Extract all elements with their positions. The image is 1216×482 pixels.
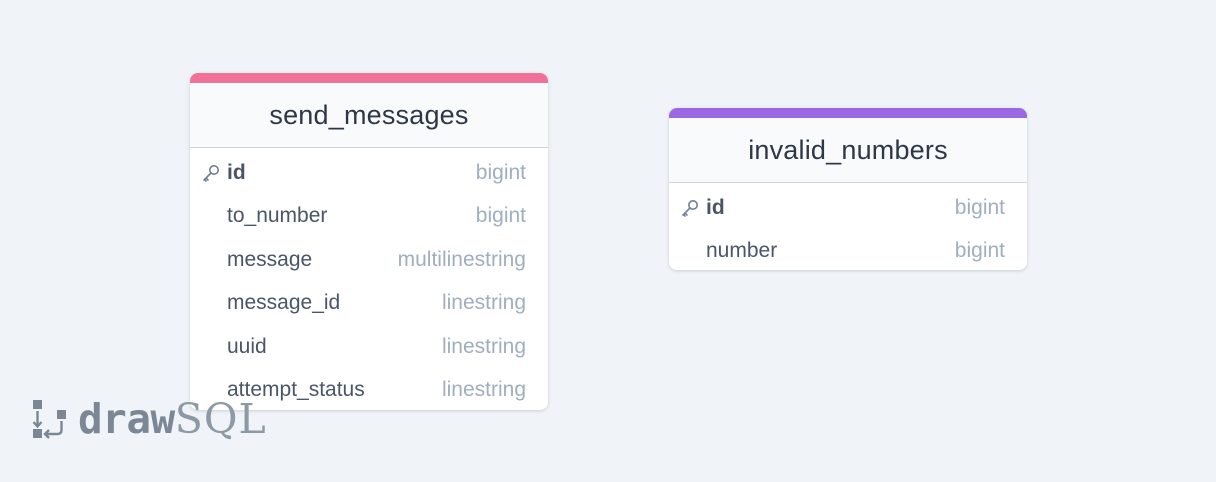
column-row-message-id[interactable]: message_id linestring	[190, 282, 548, 326]
column-type: linestring	[441, 334, 526, 358]
column-name: message_id	[227, 291, 341, 315]
key-icon	[682, 199, 698, 217]
column-name: uuid	[227, 334, 267, 358]
column-row-to-number[interactable]: to_number bigint	[190, 195, 548, 239]
table-title[interactable]: send_messages	[190, 83, 548, 148]
column-row-id[interactable]: id bigint	[190, 151, 548, 195]
column-type: bigint	[475, 160, 526, 184]
table-invalid-numbers[interactable]: invalid_numbers id bigint number bigint	[669, 108, 1027, 270]
column-name: number	[706, 239, 778, 263]
table-color-bar	[669, 108, 1027, 118]
column-name: id	[227, 160, 246, 184]
drawsql-logo-icon	[32, 400, 66, 439]
key-icon	[203, 164, 219, 182]
column-row-attempt-status[interactable]: attempt_status linestring	[190, 369, 548, 411]
column-row-uuid[interactable]: uuid linestring	[190, 325, 548, 369]
column-type: bigint	[954, 195, 1005, 219]
column-row-number[interactable]: number bigint	[669, 230, 1027, 271]
column-name: attempt_status	[227, 378, 365, 402]
column-row-message[interactable]: message multilinestring	[190, 238, 548, 282]
column-name: id	[706, 195, 725, 219]
column-name: to_number	[227, 204, 328, 228]
table-send-messages[interactable]: send_messages id bigint to_number bigint…	[190, 73, 548, 410]
column-row-id[interactable]: id bigint	[669, 186, 1027, 230]
column-type: linestring	[441, 378, 526, 402]
table-title[interactable]: invalid_numbers	[669, 118, 1027, 183]
logo-text-draw: draw	[78, 395, 175, 443]
table-color-bar	[190, 73, 548, 83]
drawsql-logo: draw SQL	[30, 395, 267, 443]
column-type: multilinestring	[397, 247, 526, 271]
column-type: bigint	[475, 204, 526, 228]
column-type: linestring	[441, 291, 526, 315]
column-name: message	[227, 247, 313, 271]
column-type: bigint	[954, 239, 1005, 263]
logo-text-sql: SQL	[174, 395, 267, 443]
